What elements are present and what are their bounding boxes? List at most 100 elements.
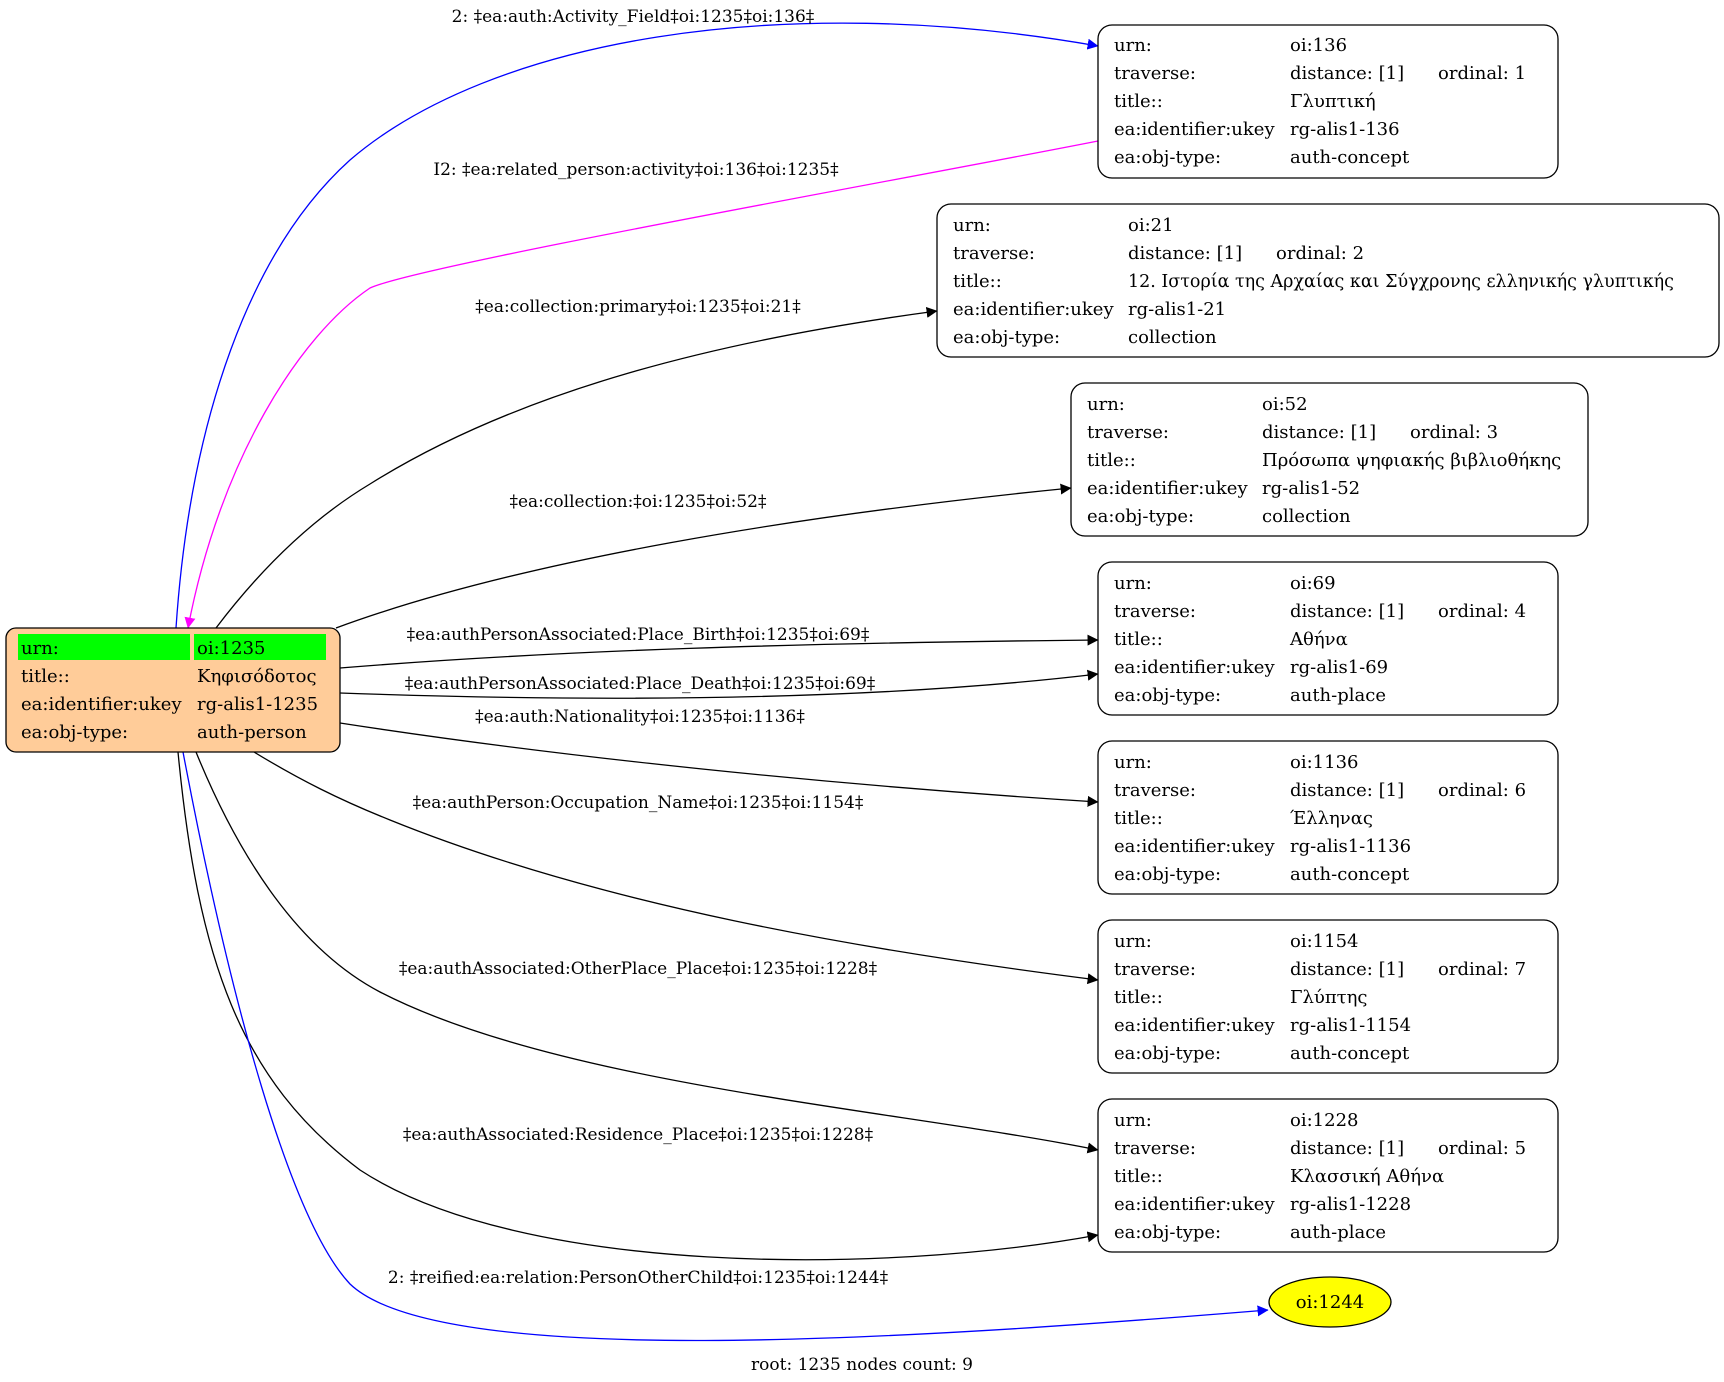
field-value: collection [1262, 506, 1351, 527]
edge-label: 2: ‡reified:ea:relation:PersonOtherChild… [388, 1268, 889, 1288]
field-ordinal: ordinal: 5 [1438, 1138, 1526, 1159]
node-oi-21[interactable]: urn: oi:21 traverse: distance: [1] ordin… [936, 203, 1720, 358]
field-key: title:: [1114, 629, 1163, 650]
field-key: ea:obj-type: [1114, 1222, 1221, 1243]
field-key: ea:identifier:ukey [1114, 1015, 1275, 1036]
field-key: traverse: [1087, 422, 1169, 443]
node-oi-1136[interactable]: urn: oi:1136 traverse: distance: [1] ord… [1097, 740, 1559, 895]
leaf-node-oi-1244[interactable]: oi:1244 [1268, 1276, 1392, 1328]
leaf-label: oi:1244 [1296, 1292, 1364, 1313]
field-value: collection [1128, 327, 1217, 348]
field-value: distance: [1] [1128, 243, 1242, 264]
field-key: ea:obj-type: [1114, 864, 1221, 885]
field-value: oi:1154 [1290, 931, 1358, 952]
field-value: Κλασσική Αθήνα [1290, 1166, 1444, 1187]
field-key: urn: [1114, 35, 1152, 56]
edge-line [182, 751, 1269, 1342]
field-key: traverse: [953, 243, 1035, 264]
field-value: Γλύπτης [1290, 987, 1368, 1008]
field-value: distance: [1] [1262, 422, 1376, 443]
edge-label: ‡ea:auth:Nationality‡oi:1235‡oi:1136‡ [475, 707, 805, 727]
field-value: distance: [1] [1290, 63, 1404, 84]
field-key: title:: [1087, 450, 1136, 471]
field-key: ea:obj-type: [953, 327, 1060, 348]
field-value: rg-alis1-1235 [197, 694, 318, 715]
field-value: auth-place [1290, 1222, 1386, 1243]
field-key: ea:obj-type: [1114, 685, 1221, 706]
edge-place-death[interactable]: ‡ea:authPersonAssociated:Place_Death‡oi:… [339, 669, 1099, 699]
edge-residence-place[interactable]: ‡ea:authAssociated:Residence_Place‡oi:12… [177, 751, 1099, 1261]
root-node-oi-1235[interactable]: urn: oi:1235 title:: Κηφισόδοτος ea:iden… [5, 627, 341, 753]
field-key: ea:identifier:ukey [21, 694, 182, 715]
node-oi-1228[interactable]: urn: oi:1228 traverse: distance: [1] ord… [1097, 1098, 1559, 1253]
field-value: oi:52 [1262, 394, 1308, 415]
edge-occupation-name[interactable]: ‡ea:authPerson:Occupation_Name‡oi:1235‡o… [253, 751, 1099, 985]
edge-collection-primary[interactable]: ‡ea:collection:primary‡oi:1235‡oi:21‡ [215, 297, 938, 629]
field-key: traverse: [1114, 601, 1196, 622]
edge-line [177, 751, 1099, 1261]
node-oi-52[interactable]: urn: oi:52 traverse: distance: [1] ordin… [1070, 382, 1589, 537]
urn-highlight [18, 634, 190, 660]
edge-label: 2: ‡ea:auth:Activity_Field‡oi:1235‡oi:13… [452, 7, 815, 27]
edge-activity-field[interactable]: 2: ‡ea:auth:Activity_Field‡oi:1235‡oi:13… [175, 7, 1099, 629]
field-value: oi:69 [1290, 573, 1336, 594]
edge-line [195, 751, 1099, 1154]
field-value: Αθήνα [1289, 629, 1348, 650]
field-value: oi:1235 [197, 638, 265, 659]
edge-line [215, 306, 938, 629]
edge-label: ‡ea:authPerson:Occupation_Name‡oi:1235‡o… [413, 793, 864, 813]
field-value: rg-alis1-52 [1262, 478, 1360, 499]
field-ordinal: ordinal: 6 [1438, 780, 1526, 801]
field-key: ea:obj-type: [21, 722, 128, 743]
field-ordinal: ordinal: 2 [1276, 243, 1364, 264]
field-value: auth-concept [1290, 1043, 1410, 1064]
field-key: traverse: [1114, 63, 1196, 84]
node-oi-136[interactable]: urn: oi:136 traverse: distance: [1] ordi… [1097, 24, 1559, 179]
field-value: distance: [1] [1290, 959, 1404, 980]
field-key: urn: [1087, 394, 1125, 415]
field-key: urn: [1114, 1110, 1152, 1131]
field-value: oi:1136 [1290, 752, 1358, 773]
field-key: ea:obj-type: [1114, 1043, 1221, 1064]
field-key: title:: [1114, 1166, 1163, 1187]
edge-related-person-activity[interactable]: I2: ‡ea:related_person:activity‡oi:136‡o… [184, 140, 1099, 629]
edge-line [253, 751, 1099, 985]
field-key: traverse: [1114, 959, 1196, 980]
field-key: urn: [953, 215, 991, 236]
edge-person-other-child[interactable]: 2: ‡reified:ea:relation:PersonOtherChild… [182, 751, 1269, 1342]
field-value: rg-alis1-21 [1128, 299, 1226, 320]
node-oi-1154[interactable]: urn: oi:1154 traverse: distance: [1] ord… [1097, 919, 1559, 1074]
graph-footer: root: 1235 nodes count: 9 [751, 1355, 973, 1375]
urn-highlight [194, 634, 326, 660]
field-ordinal: ordinal: 3 [1410, 422, 1498, 443]
field-value: oi:136 [1290, 35, 1347, 56]
field-key: ea:obj-type: [1087, 506, 1194, 527]
field-ordinal: ordinal: 4 [1438, 601, 1526, 622]
field-value: auth-concept [1290, 864, 1410, 885]
field-key: ea:identifier:ukey [1114, 836, 1275, 857]
field-value: rg-alis1-69 [1290, 657, 1388, 678]
field-value: distance: [1] [1290, 601, 1404, 622]
field-key: title:: [21, 666, 70, 687]
edge-label: ‡ea:collection:‡oi:1235‡oi:52‡ [509, 492, 767, 512]
field-value: Έλληνας [1290, 808, 1373, 829]
edge-collection[interactable]: ‡ea:collection:‡oi:1235‡oi:52‡ [335, 483, 1072, 629]
field-key: ea:identifier:ukey [1114, 1194, 1275, 1215]
edge-other-place[interactable]: ‡ea:authAssociated:OtherPlace_Place‡oi:1… [195, 751, 1099, 1154]
field-ordinal: ordinal: 1 [1438, 63, 1526, 84]
edge-place-birth[interactable]: ‡ea:authPersonAssociated:Place_Birth‡oi:… [339, 625, 1099, 669]
field-value: rg-alis1-136 [1290, 119, 1400, 140]
field-key: ea:identifier:ukey [953, 299, 1114, 320]
edge-nationality[interactable]: ‡ea:auth:Nationality‡oi:1235‡oi:1136‡ [339, 707, 1099, 807]
node-oi-69[interactable]: urn: oi:69 traverse: distance: [1] ordin… [1097, 561, 1559, 716]
edge-label: ‡ea:authPersonAssociated:Place_Death‡oi:… [405, 674, 876, 694]
field-key: title:: [1114, 987, 1163, 1008]
field-value: auth-place [1290, 685, 1386, 706]
edge-line [339, 634, 1099, 669]
field-value: oi:21 [1128, 215, 1174, 236]
edge-line [339, 722, 1099, 807]
field-value: rg-alis1-1228 [1290, 1194, 1411, 1215]
edge-label: ‡ea:authPersonAssociated:Place_Birth‡oi:… [407, 625, 870, 645]
field-value: rg-alis1-1136 [1290, 836, 1411, 857]
